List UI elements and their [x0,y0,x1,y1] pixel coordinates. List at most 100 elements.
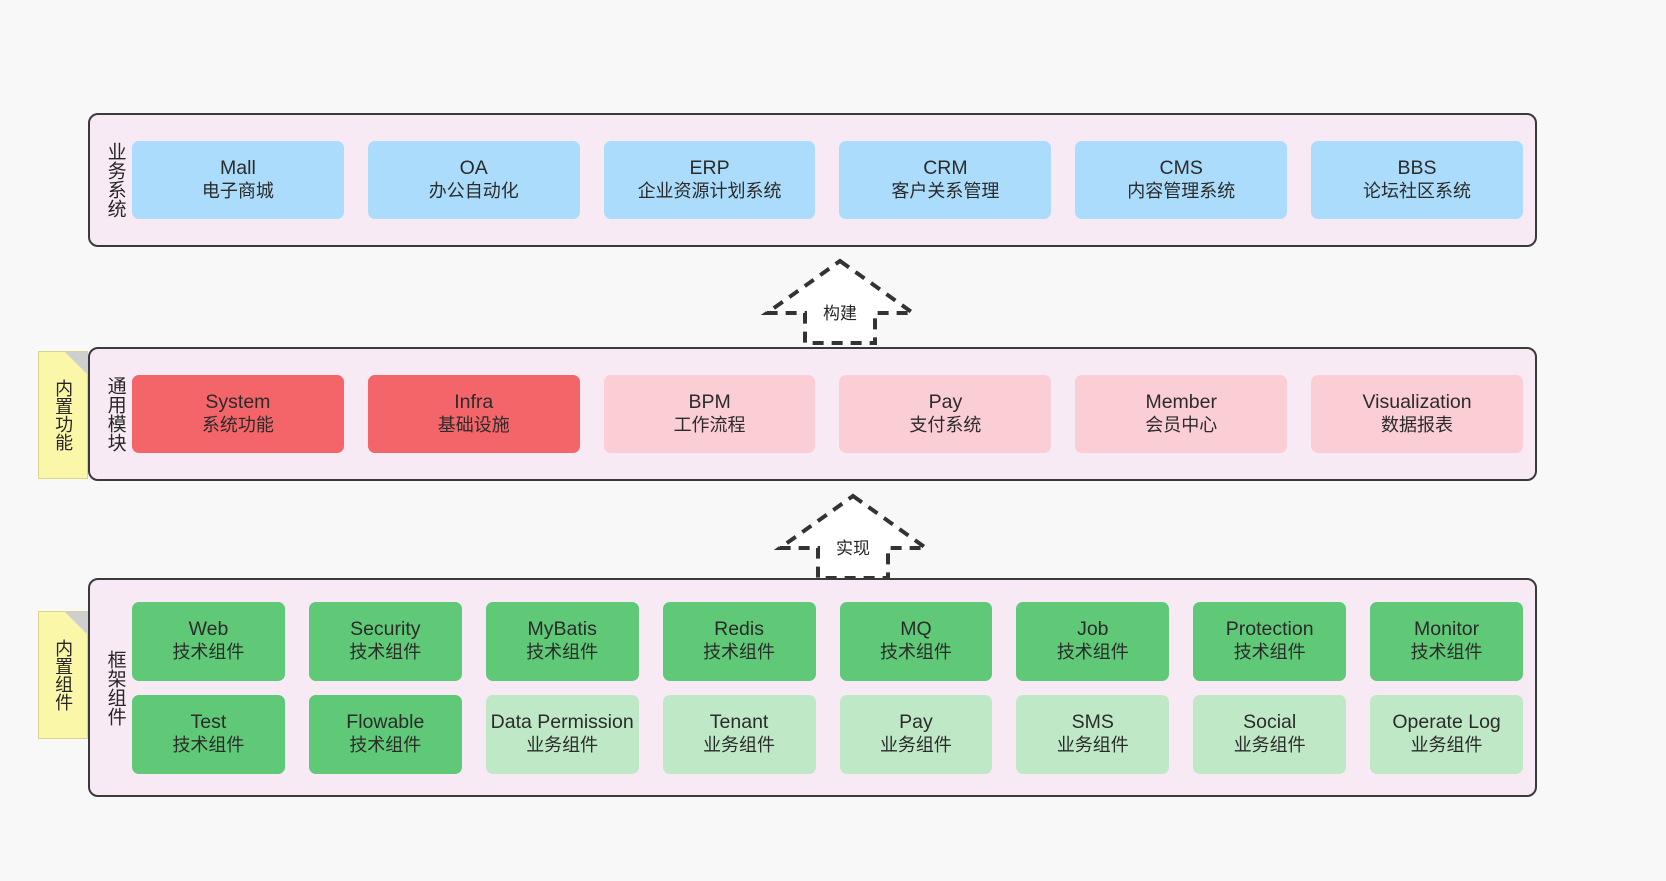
component-card-subtitle: 业务组件 [1056,734,1129,755]
component-card-name: Social [1243,711,1297,734]
sticky-fold-corner-icon [65,612,87,634]
component-card-subtitle: 技术组件 [526,641,599,662]
connector-realize-arrow: 实现 [768,490,938,582]
connector-build-arrow: 构建 [755,255,925,347]
component-card-subtitle: 客户关系管理 [891,180,1000,201]
component-card-name: CMS [1159,157,1203,180]
component-card-subtitle: 业务组件 [526,734,599,755]
component-card-name: ERP [689,157,730,180]
component-card-subtitle: 技术组件 [349,734,422,755]
component-card-subtitle: 技术组件 [172,641,245,662]
component-card-subtitle: 业务组件 [1410,734,1483,755]
component-card-name: Operate Log [1392,711,1501,734]
component-card-subtitle: 技术组件 [172,734,245,755]
component-card-name: Test [190,711,227,734]
component-card-subtitle: 电子商城 [201,180,274,201]
layer-business-title: 业务系统 [104,142,126,218]
component-card-subtitle: 系统功能 [201,414,274,435]
component-card-name: Monitor [1414,618,1480,641]
component-card-subtitle: 企业资源计划系统 [637,180,782,201]
layer-modules-title: 通用模块 [104,376,126,452]
component-card-subtitle: 工作流程 [673,414,746,435]
component-card-subtitle: 论坛社区系统 [1363,180,1472,201]
component-card-name: Pay [899,711,933,734]
component-card-subtitle: 业务组件 [879,734,952,755]
component-card-name: OA [459,157,488,180]
component-card-subtitle: 会员中心 [1145,414,1218,435]
component-card-name: Pay [928,391,963,414]
component-card-subtitle: 技术组件 [1410,641,1483,662]
component-card-name: Web [188,618,229,641]
component-card-name: Flowable [346,711,425,734]
component-card-name: BPM [688,391,731,414]
component-card-subtitle: 基础设施 [437,414,510,435]
component-card-name: Protection [1225,618,1314,641]
component-card-subtitle: 技术组件 [879,641,952,662]
layer-framework-title: 框架组件 [104,649,126,726]
component-card-name: Redis [714,618,764,641]
component-card-subtitle: 内容管理系统 [1127,180,1236,201]
component-card-name: Tenant [709,711,769,734]
component-card-subtitle: 数据报表 [1381,414,1454,435]
component-card-name: Infra [454,391,494,414]
component-card-name: Member [1145,391,1217,414]
component-card-subtitle: 技术组件 [349,641,422,662]
component-card-subtitle: 业务组件 [1233,734,1306,755]
component-card-subtitle: 技术组件 [1056,641,1129,662]
component-card-subtitle: 支付系统 [909,414,982,435]
component-card-name: Visualization [1362,391,1472,414]
component-card-subtitle: 技术组件 [703,641,776,662]
component-card-name: Security [350,618,421,641]
component-card-subtitle: 技术组件 [1233,641,1306,662]
sticky-note-builtin-features-label: 内置功能 [53,379,74,451]
sticky-note-builtin-components: 内置组件 [38,611,88,739]
component-card-name: CRM [923,157,968,180]
component-card-subtitle: 办公自动化 [428,180,519,201]
sticky-fold-corner-icon [65,352,87,374]
component-card-name: BBS [1397,157,1437,180]
component-card-name: Job [1077,618,1109,641]
component-card-name: System [205,391,271,414]
component-card-subtitle: 业务组件 [703,734,776,755]
component-card-name: Mall [220,157,256,180]
